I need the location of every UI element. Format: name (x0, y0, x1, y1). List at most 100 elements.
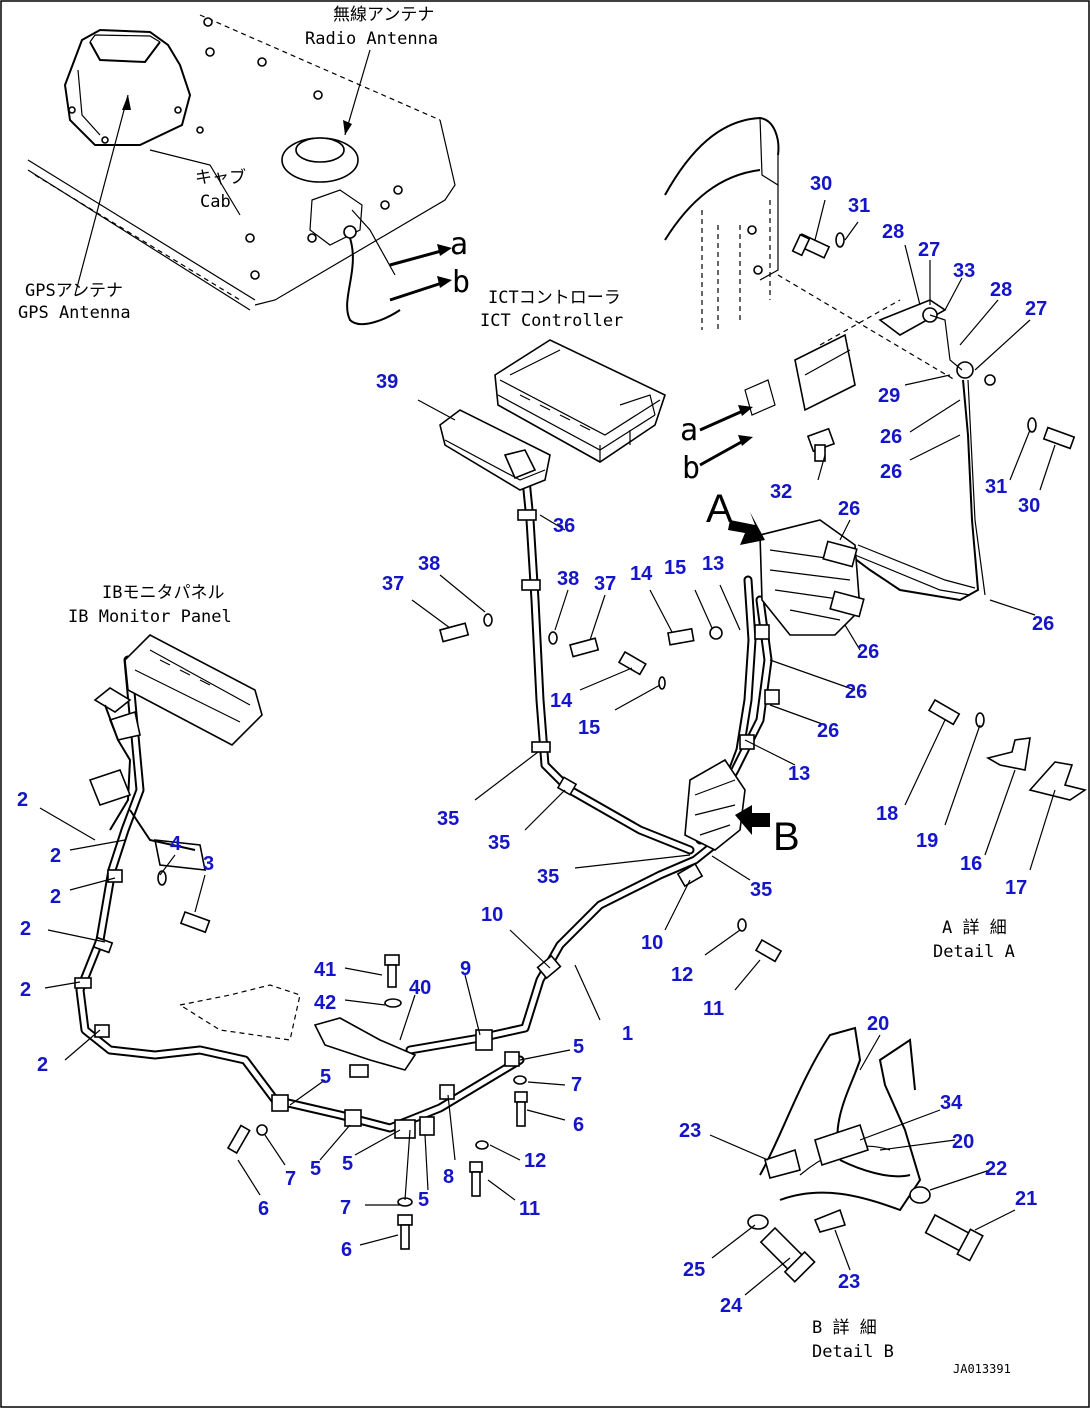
callout-37: 37 (382, 573, 404, 595)
callout-14: 14 (550, 690, 573, 712)
callout-23: 23 (838, 1271, 860, 1293)
callout-34: 34 (940, 1092, 963, 1114)
callout-10: 10 (641, 932, 663, 954)
cab-pillar (664, 116, 956, 381)
callout-2: 2 (50, 886, 61, 908)
cab-roof (27, 14, 456, 311)
callout-7: 7 (571, 1074, 582, 1096)
view-arrow-b (735, 805, 770, 835)
callout-13: 13 (788, 763, 810, 785)
callout-15: 15 (578, 717, 600, 739)
ict-controller-en: ICT Controller (480, 311, 623, 331)
view-b-label: B (773, 815, 800, 859)
connector-40 (178, 984, 417, 1078)
detail-b-en: Detail B (812, 1342, 894, 1362)
conn-a-mid: a (680, 413, 698, 448)
ib-monitor-jp: IBモニタパネル (102, 583, 224, 603)
radio-antenna-leader (344, 49, 371, 136)
callout-2: 2 (20, 979, 31, 1001)
callout-28: 28 (882, 221, 904, 243)
coax-connector (744, 379, 776, 416)
callout-35: 35 (750, 879, 772, 901)
callout-27: 27 (918, 239, 940, 261)
connector-cluster-b (684, 758, 746, 851)
antenna-bracket (794, 299, 996, 412)
ict-controller (494, 339, 666, 463)
callout-36: 36 (553, 515, 575, 537)
detail-b-jp: B 詳 細 (812, 1318, 877, 1338)
callout-2: 2 (50, 845, 61, 867)
callout-40: 40 (409, 977, 431, 999)
cab-en: Cab (200, 192, 231, 212)
bolt-32 (806, 427, 836, 462)
radio-antenna (281, 137, 401, 326)
callout-26: 26 (857, 641, 879, 663)
radio-antenna-en: Radio Antenna (305, 29, 438, 49)
callout-20: 20 (952, 1131, 974, 1153)
gps-antenna (63, 28, 204, 146)
callout-9: 9 (460, 958, 471, 980)
callout-26: 26 (838, 498, 860, 520)
gps-antenna-leader (74, 94, 129, 296)
callout-7: 7 (340, 1197, 351, 1219)
callout-26: 26 (880, 461, 902, 483)
arrow-b-mid-line (699, 438, 746, 467)
clamps (74, 509, 780, 1139)
arrow-b-upper (389, 280, 446, 302)
callout-3: 3 (203, 853, 214, 875)
arrow-a-upper (389, 248, 446, 267)
bolts-lower (157, 613, 783, 1250)
callout-26: 26 (817, 720, 839, 742)
callout-2: 2 (20, 918, 31, 940)
callout-31: 31 (848, 195, 870, 217)
conn-b-mid: b (682, 451, 700, 486)
callout-26: 26 (845, 681, 867, 703)
callout-2: 2 (37, 1054, 48, 1076)
detail-b-parts (747, 1026, 984, 1283)
callout-15: 15 (664, 557, 686, 579)
callout-25: 25 (683, 1259, 705, 1281)
callout-19: 19 (916, 830, 938, 852)
callout-29: 29 (878, 385, 900, 407)
ib-monitor-panel (88, 634, 263, 871)
callout-2: 2 (17, 789, 28, 811)
callout-11: 11 (703, 998, 724, 1020)
callout-6: 6 (258, 1198, 269, 1220)
callout-39: 39 (376, 371, 398, 393)
ict-controller-jp: ICTコントローラ (488, 288, 621, 308)
callout-1: 1 (622, 1023, 633, 1045)
callout-5: 5 (320, 1066, 331, 1088)
callout-17: 17 (1005, 877, 1027, 899)
callout-16: 16 (960, 853, 982, 875)
callout-11: 11 (519, 1198, 540, 1220)
callout-13: 13 (702, 553, 724, 575)
callout-22: 22 (985, 1158, 1007, 1180)
bolt-30-upper (791, 233, 831, 259)
callout-35: 35 (537, 866, 559, 888)
drawing-id: JA013391 (953, 1362, 1011, 1376)
callout-12: 12 (671, 964, 693, 986)
connector-cluster-a (759, 519, 976, 636)
conn-b-upper: b (452, 265, 470, 300)
callout-38: 38 (557, 568, 579, 590)
gps-antenna-jp: GPSアンテナ (25, 281, 123, 301)
callout-5: 5 (342, 1153, 353, 1175)
cab-jp: キャブ (195, 167, 246, 188)
ib-monitor-en: IB Monitor Panel (68, 607, 232, 627)
arrow-a-mid-line (699, 408, 746, 432)
leader-lines (39, 199, 1056, 1296)
callout-12: 12 (524, 1150, 546, 1172)
detail-a-parts (927, 698, 1087, 801)
callout-18: 18 (876, 803, 898, 825)
gps-antenna-en: GPS Antenna (18, 303, 131, 323)
callout-5: 5 (418, 1189, 429, 1211)
detail-a-en: Detail A (933, 942, 1015, 962)
washer-31-upper (835, 232, 845, 248)
callout-6: 6 (573, 1114, 584, 1136)
callout-42: 42 (314, 992, 336, 1014)
callout-27: 27 (1025, 298, 1047, 320)
callout-31: 31 (985, 476, 1007, 498)
connector-39 (439, 409, 551, 491)
